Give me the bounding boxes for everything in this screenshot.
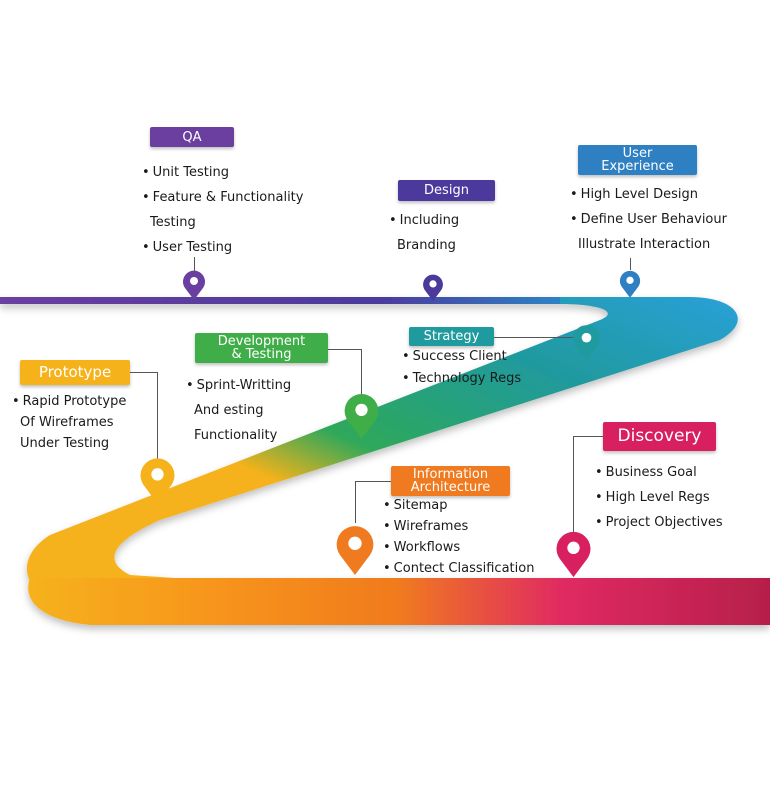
list-item: Unit Testing <box>142 160 303 185</box>
list-item: Wireframes <box>383 516 534 537</box>
list-item: Rapid Prototype <box>12 391 127 412</box>
list-item: Project Objectives <box>595 510 723 535</box>
information-architecture-items: Sitemap Wireframes Workflows Contect Cla… <box>383 495 535 579</box>
list-item: Testing <box>150 215 196 230</box>
information-architecture-badge: Information Architecture <box>391 466 510 496</box>
list-item: Functionality <box>194 428 278 443</box>
development-testing-badge: Development & Testing <box>195 333 328 363</box>
list-item: Sitemap <box>383 495 534 516</box>
list-item: Of Wireframes <box>20 415 114 430</box>
prototype-connector-v <box>157 372 158 460</box>
discovery-connector-h <box>573 436 603 437</box>
list-item: Technology Regs <box>402 368 521 390</box>
list-item: Business Goal <box>595 460 723 485</box>
list-item: Feature & Functionality <box>142 185 304 210</box>
prototype-connector-h <box>130 372 157 373</box>
list-item: Sprint-Writting <box>186 373 292 398</box>
discovery-connector-v <box>573 436 574 532</box>
prototype-badge: Prototype <box>20 360 130 385</box>
list-item: Including <box>389 208 459 233</box>
design-pin-icon <box>423 274 443 301</box>
information-connector-v <box>355 481 356 523</box>
strategy-badge: Strategy <box>409 327 494 346</box>
list-item: Success Client <box>402 346 521 368</box>
user-experience-connector <box>630 258 631 270</box>
list-item: Contect Classification <box>383 558 535 579</box>
information-architecture-pin-icon <box>336 526 374 575</box>
qa-items: Unit Testing Feature & Functionality Tes… <box>142 160 303 260</box>
prototype-pin-icon <box>140 458 175 504</box>
development-connector-v <box>361 349 362 395</box>
development-testing-items: Sprint-Writting And esting Functionality <box>186 373 291 448</box>
prototype-items: Rapid Prototype Of Wireframes Under Test… <box>12 391 126 454</box>
list-item: Define User Behaviour <box>570 207 727 232</box>
strategy-items: Success Client Technology Regs <box>402 346 521 390</box>
list-item: Branding <box>397 238 456 253</box>
strategy-connector <box>494 337 586 338</box>
discovery-pin-icon <box>556 531 591 578</box>
qa-badge: QA <box>150 127 234 147</box>
list-item: High Level Regs <box>595 485 723 510</box>
user-experience-pin-icon <box>619 270 641 298</box>
user-experience-badge: User Experience <box>578 145 697 175</box>
qa-connector <box>194 257 195 271</box>
list-item: Workflows <box>383 537 534 558</box>
development-pin-icon <box>344 394 379 439</box>
list-item: High Level Design <box>570 182 727 207</box>
list-item: Illustrate Interaction <box>578 237 711 252</box>
user-experience-items: High Level Design Define User Behaviour … <box>570 182 727 257</box>
design-badge: Design <box>398 180 495 201</box>
design-items: Including Branding <box>389 208 459 258</box>
strategy-pin-icon <box>573 325 600 361</box>
discovery-items: Business Goal High Level Regs Project Ob… <box>595 460 723 535</box>
list-item: Under Testing <box>20 436 110 451</box>
list-item: User Testing <box>142 235 303 260</box>
development-connector-h <box>328 349 362 350</box>
qa-pin-icon <box>183 270 205 300</box>
information-connector-h <box>355 481 391 482</box>
discovery-badge: Discovery <box>603 422 716 451</box>
list-item: And esting <box>194 403 264 418</box>
